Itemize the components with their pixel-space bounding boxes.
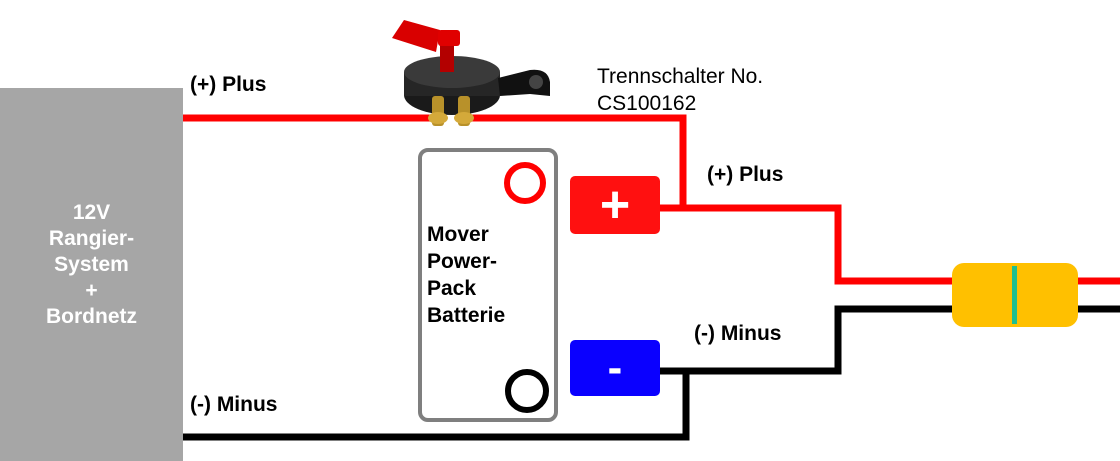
minus-label-bottom: (-) Minus [190,393,278,416]
plus-label-mid: (+) Plus [707,163,784,186]
minus-label-mid: (-) Minus [694,322,782,345]
battery-minus-pole [505,369,549,413]
negative-wire-to-fuse [686,305,958,375]
negative-wire-bottom [183,367,690,441]
positive-wire-switch-out [465,114,687,208]
switch-label: Trennschalter No. CS100162 [597,65,764,115]
minus-terminal: - [570,340,660,396]
system-label: 12V Rangier- System + Bordnetz [46,201,137,328]
battery-plus-pole [504,162,546,204]
plus-label-top: (+) Plus [190,73,267,96]
battery-disconnect-switch-icon [392,20,550,126]
plus-terminal: + [570,176,660,234]
battery-label: Mover Power- Pack Batterie [427,223,506,327]
fuse-icon [952,263,1078,327]
system-box [0,88,183,461]
battery-outline [418,148,558,422]
positive-wire-to-fuse [660,204,958,285]
